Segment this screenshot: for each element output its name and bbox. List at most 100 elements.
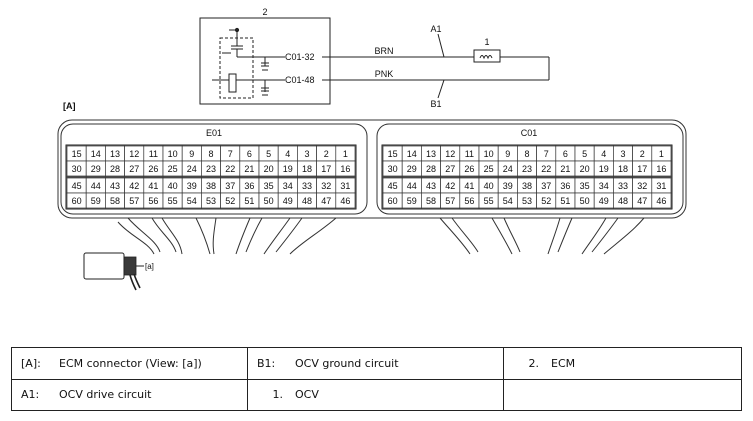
c01-pin-block — [381, 176, 673, 210]
ocv-callout: 1 — [484, 37, 489, 47]
legend-text: OCV ground circuit — [295, 356, 399, 370]
c01-pin-number: 21 — [560, 164, 570, 174]
c01-pin-number: 34 — [599, 181, 609, 191]
e01-pin-number: 22 — [225, 164, 235, 174]
c01-pin-number: 13 — [426, 149, 436, 159]
legend-code: 2. — [528, 356, 540, 370]
e01-pin-number: 28 — [110, 164, 120, 174]
e01-pin-number: 45 — [72, 181, 82, 191]
e01-pin-number: 30 — [72, 164, 82, 174]
c01-pin-number: 36 — [560, 181, 570, 191]
e01-pin-number: 7 — [228, 149, 233, 159]
ecm-number-label: 2 — [262, 7, 267, 17]
c01-pin-number: 25 — [484, 164, 494, 174]
e01-pin-number: 18 — [302, 164, 312, 174]
e01-pin-number: 50 — [264, 196, 274, 206]
e01-pin-number: 11 — [149, 149, 158, 159]
e01-pin-number: 39 — [187, 181, 197, 191]
drive-wire-color: BRN — [374, 46, 393, 56]
e01-pin-number: 33 — [302, 181, 312, 191]
e01-pin-number: 29 — [91, 164, 101, 174]
e01-pin-number: 57 — [129, 196, 139, 206]
c01-pin-cell — [651, 160, 672, 177]
c01-pin-number: 55 — [484, 196, 494, 206]
e01-pin-number: 24 — [187, 164, 197, 174]
c01-pin-number: 16 — [656, 164, 666, 174]
wire-harness — [117, 217, 645, 255]
e01-pin-cell — [335, 192, 356, 209]
view-label: [A] — [63, 101, 76, 111]
e01-pin-number: 59 — [91, 196, 101, 206]
e01-pin-number: 3 — [304, 149, 309, 159]
e01-pin-number: 34 — [283, 181, 293, 191]
e01-pin-number: 55 — [168, 196, 178, 206]
e01-pin-number: 17 — [321, 164, 331, 174]
e01-pin-number: 47 — [321, 196, 331, 206]
c01-pin-number: 49 — [599, 196, 609, 206]
e01-pin-number: 43 — [110, 181, 120, 191]
e01-pin-number: 35 — [264, 181, 274, 191]
ground-callout: B1 — [430, 99, 441, 109]
e01-pin-number: 42 — [129, 181, 139, 191]
e01-pin-number: 6 — [247, 149, 252, 159]
e01-pin-number: 52 — [225, 196, 235, 206]
e01-pin-number: 48 — [302, 196, 312, 206]
e01-pin-number: 58 — [110, 196, 120, 206]
c01-pin-number: 48 — [618, 196, 628, 206]
c01-pin-number: 59 — [407, 196, 417, 206]
e01-pin-number: 49 — [283, 196, 293, 206]
c01-pin-number: 39 — [503, 181, 513, 191]
legend-cell — [503, 378, 742, 411]
c01-pin-number: 19 — [599, 164, 609, 174]
c01-pin-number: 14 — [407, 149, 417, 159]
c01-pin-number: 22 — [541, 164, 551, 174]
e01-pin-number: 12 — [129, 149, 139, 159]
c01-pin-number: 9 — [505, 149, 510, 159]
e01-pin-number: 23 — [206, 164, 216, 174]
connector-view-icon — [83, 252, 144, 291]
c01-pin-number: 37 — [541, 181, 551, 191]
c01-pin-number: 54 — [503, 196, 513, 206]
e01-pin-number: 19 — [283, 164, 293, 174]
e01-pin-number: 10 — [168, 149, 178, 159]
ocv-component — [473, 49, 501, 63]
legend-cell: [A]: ECM connector (View: [a]) — [11, 347, 248, 380]
legend-row: A1:OCV drive circuit 1.OCV — [11, 378, 742, 411]
c01-pin-number: 47 — [637, 196, 647, 206]
legend-text: ECM connector (View: [a]) — [59, 356, 202, 370]
c01-pin-number: 42 — [445, 181, 455, 191]
connector-e01-name: E01 — [206, 128, 222, 138]
e01-pin-number: 51 — [244, 196, 254, 206]
c01-pin-number: 17 — [637, 164, 647, 174]
c01-pin-number: 2 — [640, 149, 645, 159]
c01-pin-number: 7 — [544, 149, 549, 159]
e01-pin-number: 15 — [72, 149, 82, 159]
c01-pin-number: 51 — [560, 196, 570, 206]
drive-callout: A1 — [430, 24, 441, 34]
e01-pin-number: 38 — [206, 181, 216, 191]
e01-pin-number: 13 — [110, 149, 120, 159]
e01-pin-number: 37 — [225, 181, 235, 191]
legend-cell: A1:OCV drive circuit — [11, 378, 248, 411]
e01-pin-number: 54 — [187, 196, 197, 206]
connector-c01-name: C01 — [521, 128, 538, 138]
c01-pin-cell — [651, 192, 672, 209]
legend-code: [A]: — [21, 356, 41, 370]
e01-pin-number: 56 — [148, 196, 158, 206]
c01-pin-number: 29 — [407, 164, 417, 174]
c01-pin-number: 4 — [601, 149, 606, 159]
e01-pin-number: 1 — [343, 149, 348, 159]
c01-pin-number: 10 — [484, 149, 494, 159]
e01-pin-number: 14 — [91, 149, 101, 159]
wiring-diagram: 2 C01-32 C01-48 BRN PNK A1 B1 — [57, 7, 687, 291]
e01-pin-number: 5 — [266, 149, 271, 159]
c01-pin-number: 31 — [656, 181, 666, 191]
ground-pin-label: C01-48 — [285, 75, 315, 85]
c01-pin-number: 28 — [426, 164, 436, 174]
e01-pin-number: 60 — [72, 196, 82, 206]
c01-pin-number: 12 — [445, 149, 455, 159]
c01-pin-number: 18 — [618, 164, 628, 174]
c01-pin-number: 52 — [541, 196, 551, 206]
legend-cell: B1:OCV ground circuit — [247, 347, 504, 380]
